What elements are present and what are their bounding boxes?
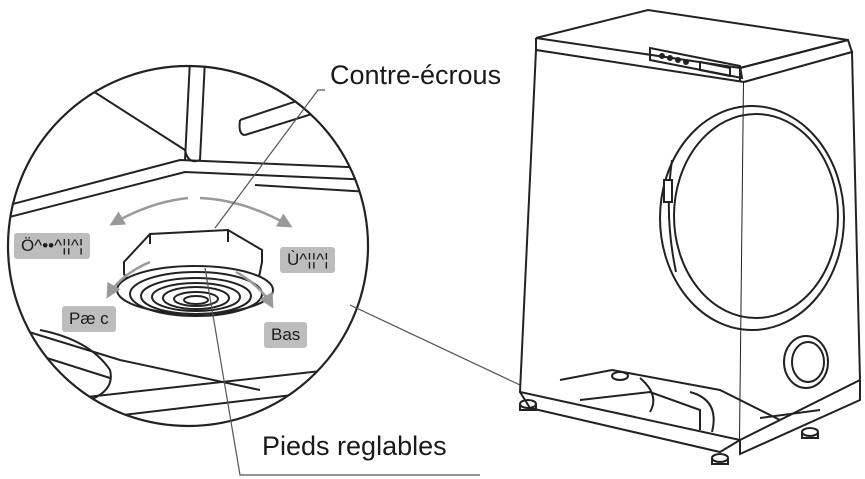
- direction-tag-right-top: Ù^¦¦^¦: [280, 247, 336, 273]
- washing-machine-illustration: [518, 8, 862, 465]
- leader-lines: [204, 89, 521, 476]
- adjustable-feet-label: Pieds reglables: [262, 431, 447, 461]
- rotation-arrows: [106, 196, 293, 309]
- direction-tag-down: Bas: [264, 322, 308, 348]
- adjustable-foot-icon: [116, 265, 274, 317]
- lock-nuts-label: Contre-écrous: [330, 60, 502, 90]
- direction-tag-left-top: Ö^••^¦¦^¦: [14, 233, 91, 259]
- direction-tag-left-bottom: Pæ c: [62, 306, 116, 332]
